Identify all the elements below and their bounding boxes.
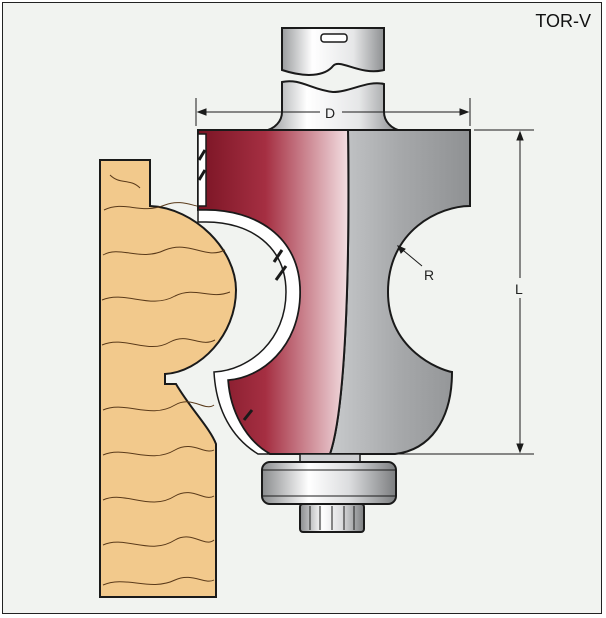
dimension-length — [398, 129, 534, 455]
model-title: TOR-V — [535, 11, 591, 31]
wood-grain — [101, 174, 231, 586]
dimension-radius — [397, 245, 423, 267]
wood-workpiece — [99, 159, 238, 598]
blade-edge — [197, 209, 301, 455]
length-label: L — [515, 281, 523, 297]
cutter-body — [328, 129, 471, 455]
radius-label: R — [424, 267, 434, 283]
dimension-diameter — [195, 98, 471, 126]
bearing — [261, 453, 397, 533]
diameter-label: D — [325, 105, 335, 121]
